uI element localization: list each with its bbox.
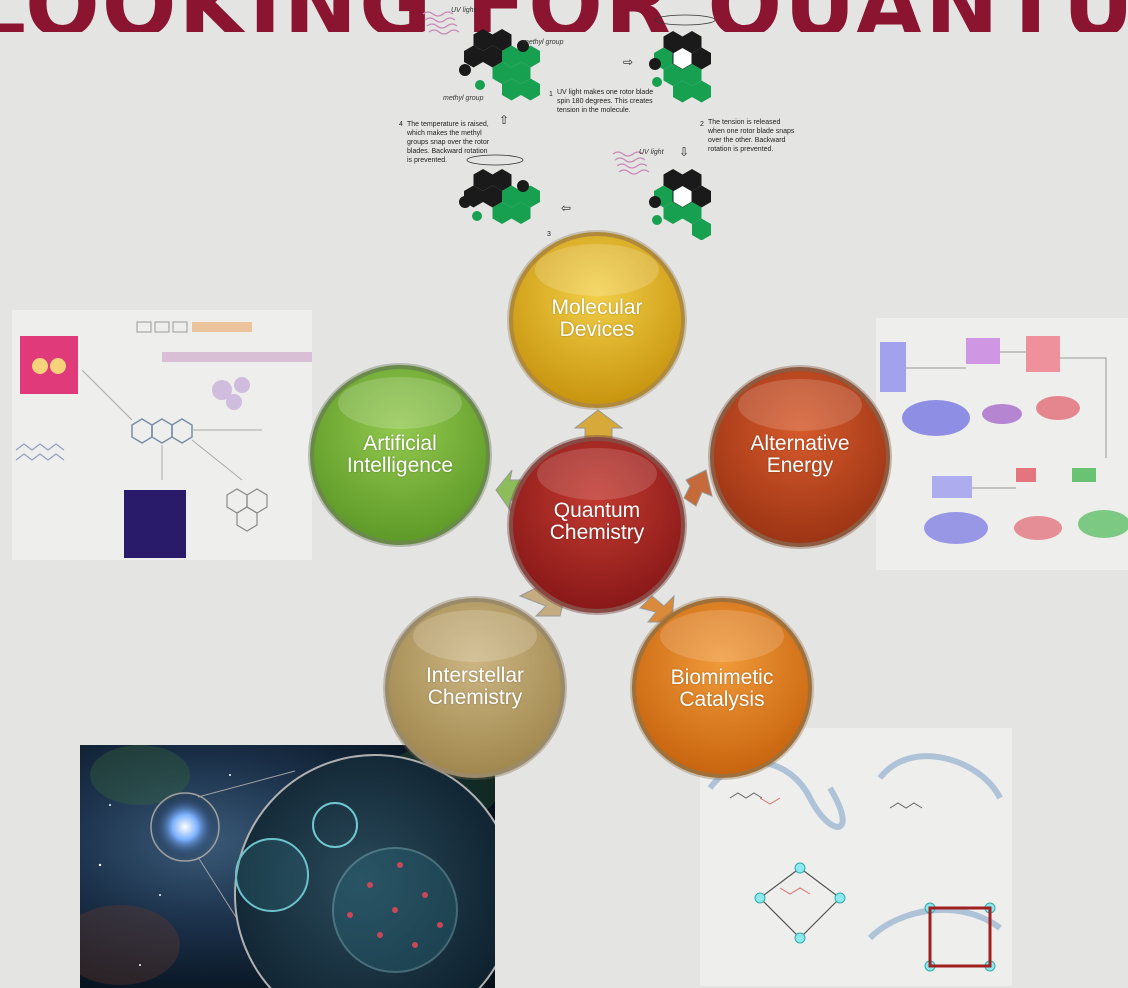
arrow-to-interstellar-chemistry [518,585,567,617]
energy-pathway-schematic-image [876,318,1128,570]
uv-wave-icon [612,151,650,175]
step-1-line-1: UV light makes one rotor blade [557,89,653,96]
arrow-right-icon: ⇨ [623,55,633,69]
step-2-line-3: over the other. Backward [708,137,786,144]
label-line: Devices [559,318,635,341]
node-interstellar-chemistry-label: Interstellar Chemistry [395,665,555,709]
arrow-to-alternative-energy [683,469,713,507]
molecular-rotor-diagram: UV light methyl group methyl group ⇨ 1 U… [399,7,795,240]
label-line: Molecular [551,296,643,319]
step-4-line-1: The temperature is raised, [407,121,489,128]
uv-light-label-1: UV light [451,7,477,14]
arrow-to-molecular-devices [573,409,624,441]
node-alternative-energy-label: Alternative Energy [720,433,880,477]
label-line: Chemistry [427,686,523,709]
label-line: Alternative [750,432,850,455]
rotor-molecule-1 [459,29,540,101]
label-line: Energy [766,454,834,477]
uv-wave-icon [422,11,460,35]
interstellar-fullerene-image [80,745,495,988]
step-4-line-4: blades. Backward rotation [407,148,488,155]
uv-light-label-2: UV light [639,149,665,156]
label-line: Chemistry [549,521,645,544]
rotor-molecule-2 [649,14,716,103]
step-4-line-5: is prevented. [407,157,447,164]
rotor-molecule-3 [459,154,540,224]
step-1-line-2: spin 180 degrees. This creates [557,98,653,105]
node-quantum-chemistry-label: Quantum Chemistry [517,500,677,544]
banner-title: LOOKING FOR QUANTUM C [0,0,1128,32]
methyl-label-2: methyl group [443,95,484,102]
methyl-label-1: methyl group [523,39,564,46]
label-line: Quantum [553,499,641,522]
arrow-left-icon: ⇦ [561,201,571,215]
step-4-line-2: which makes the methyl [406,130,482,137]
label-line: Interstellar [425,664,525,687]
arrow-to-biomimetic-catalysis [639,594,675,623]
node-biomimetic-catalysis-label: Biomimetic Catalysis [642,667,802,711]
step-1-number: 1 [549,91,553,98]
catalysis-structure-image [700,728,1012,986]
label-line: Biomimetic [670,666,774,689]
arrow-up-icon: ⇧ [499,113,509,127]
ai-molecule-network-image [12,310,312,560]
label-line: Catalysis [679,688,765,711]
label-line: Artificial [363,432,437,455]
rotor-molecule-4 [649,169,711,240]
step-2-line-4: rotation is prevented. [708,146,773,153]
label-line: Intelligence [346,454,454,477]
banner: LOOKING FOR QUANTUM C [0,0,1128,32]
step-4-number: 4 [399,121,403,128]
node-molecular-devices-label: Molecular Devices [517,297,677,341]
node-artificial-intelligence-label: Artificial Intelligence [320,433,480,477]
arrow-down-icon: ⇩ [679,145,689,159]
step-2-number: 2 [700,121,704,128]
step-1-line-3: tension in the molecule. [557,107,631,114]
step-4-line-3: groups snap over the rotor [407,139,490,146]
step-3-number: 3 [547,231,551,238]
step-2-line-1: The tension is released [708,119,780,126]
step-2-line-2: when one rotor blade snaps [707,128,795,135]
